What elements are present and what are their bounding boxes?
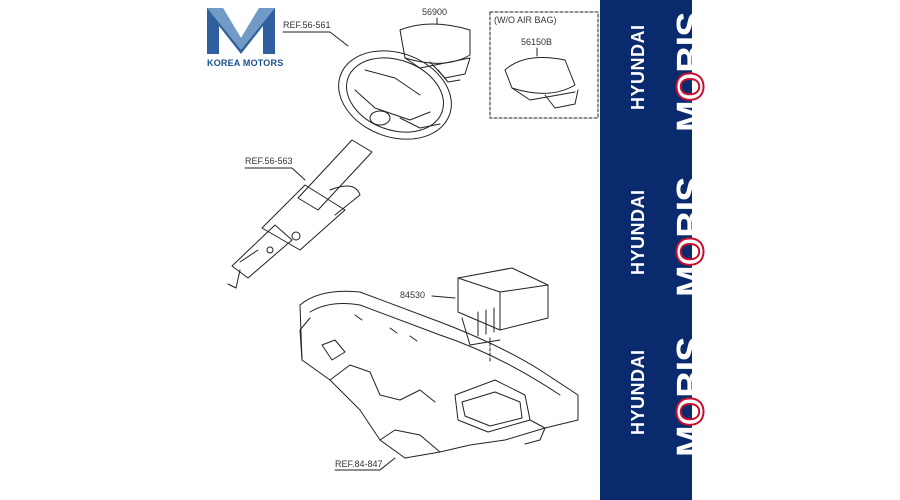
dashboard-panel-icon bbox=[299, 290, 579, 459]
ref-column-label: REF.56-563 bbox=[245, 156, 293, 166]
brand-small-text: HYUNDAI bbox=[628, 189, 648, 275]
pad-no-airbag-label: 56150B bbox=[521, 37, 553, 47]
steering-wheel-icon bbox=[338, 50, 452, 140]
brand-band: HYUNDAI MOBIS HYUNDAI MOBIS HYUNDAI MOBI… bbox=[600, 0, 713, 500]
korea-motors-logo-icon bbox=[207, 8, 275, 54]
brand-block-3: HYUNDAI MOBIS bbox=[600, 335, 713, 457]
wo-airbag-label: (W/O AIR BAG) bbox=[494, 15, 557, 25]
steering-column-icon bbox=[227, 139, 373, 289]
brand-small-text: HYUNDAI bbox=[628, 349, 648, 435]
brand-small-text: HYUNDAI bbox=[628, 24, 648, 110]
horn-pad-icon bbox=[504, 57, 579, 109]
ref-dash-label: REF.84-847 bbox=[335, 459, 383, 469]
logo-text: KOREA MOTORS bbox=[207, 58, 284, 68]
brand-big-text: MOBIS bbox=[669, 177, 713, 297]
driver-airbag-icon bbox=[399, 23, 471, 83]
brand-block-2: HYUNDAI MOBIS bbox=[600, 175, 713, 297]
airbag-passenger-label: 84530 bbox=[400, 290, 426, 300]
steering-dashboard-illustration bbox=[227, 11, 599, 471]
brand-block-1: HYUNDAI MOBIS bbox=[600, 10, 713, 132]
ref-wheel-label: REF.56-561 bbox=[283, 20, 331, 30]
brand-big-text: MOBIS bbox=[669, 12, 713, 132]
brand-big-text: MOBIS bbox=[669, 337, 713, 457]
airbag-driver-label: 56900 bbox=[422, 7, 448, 17]
passenger-airbag-icon bbox=[457, 267, 549, 363]
